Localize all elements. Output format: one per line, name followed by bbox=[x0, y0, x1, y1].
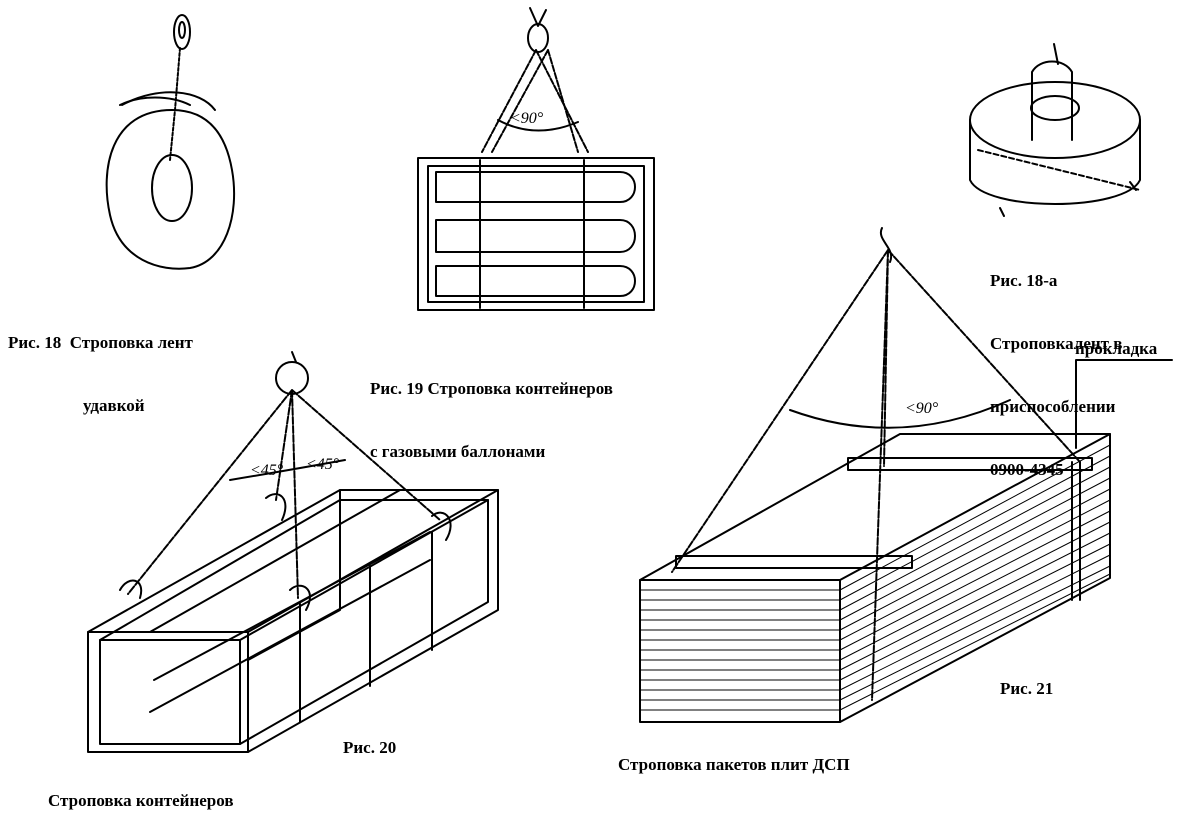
slab-front bbox=[639, 579, 841, 723]
spacer-leader bbox=[1075, 359, 1173, 449]
slab-layers bbox=[639, 444, 1111, 711]
frame-mid bbox=[149, 489, 433, 723]
fig18-drawing bbox=[105, 14, 236, 270]
frame-top bbox=[87, 489, 499, 633]
fig19-hook bbox=[527, 23, 549, 53]
fig21-angle: <90° bbox=[905, 400, 939, 417]
sling-eye bbox=[173, 14, 191, 50]
fig20-angle-right: <45° bbox=[306, 456, 340, 473]
fig18-label: Рис. 18 Строповка лент bbox=[8, 333, 193, 352]
coil-hole bbox=[151, 154, 193, 222]
device-loop bbox=[1031, 60, 1073, 141]
fig19-caption: Рис. 19 Строповка контейнеров с газовыми… bbox=[370, 336, 613, 483]
fig20-label: Рис. 20 bbox=[343, 738, 397, 757]
slab-side bbox=[839, 433, 1111, 723]
fig19-drawing bbox=[417, 7, 655, 311]
fig19-line2: с газовыми баллонами bbox=[370, 442, 546, 461]
fig19-angle-arc bbox=[497, 119, 579, 132]
sling-rope bbox=[169, 47, 181, 161]
frame-back-post bbox=[247, 489, 341, 661]
fig21-hook bbox=[879, 227, 893, 263]
slab-top bbox=[639, 433, 1111, 581]
coil-outer bbox=[105, 109, 236, 270]
fig20-angle-arc bbox=[229, 459, 346, 481]
frame-front bbox=[87, 631, 249, 753]
fig18a-line4: 0900-4345 bbox=[990, 460, 1064, 479]
fig18-label-2: удавкой bbox=[83, 396, 145, 415]
container-frame bbox=[417, 157, 655, 311]
frame-right bbox=[247, 489, 499, 753]
fig21-label: Рис. 21 bbox=[1000, 679, 1054, 698]
fig20-slings bbox=[127, 389, 441, 599]
sling-wrap bbox=[121, 91, 216, 111]
fig18a-drawing bbox=[969, 43, 1141, 217]
fig19-sling bbox=[481, 49, 589, 153]
container-straps bbox=[479, 159, 585, 309]
fig21-drawing bbox=[639, 227, 1173, 723]
fig20-drawing bbox=[87, 351, 499, 753]
spacer-beams bbox=[675, 457, 1093, 569]
fig19-angle: <90° bbox=[510, 110, 544, 127]
fig18a-line2: Строповкалент в bbox=[990, 334, 1123, 353]
fig21-slings bbox=[671, 249, 1081, 701]
fig19-line1: Рис. 19 Строповка контейнеров bbox=[370, 379, 613, 398]
fig20-ring bbox=[275, 361, 309, 395]
fig21-angle-arc bbox=[789, 399, 1011, 429]
fig18a-caption: Рис. 18-а Строповкалент в приспособлении… bbox=[990, 228, 1122, 501]
fig20-hooks bbox=[119, 493, 452, 611]
fig18a-line3: приспособлении bbox=[990, 397, 1116, 416]
cylinders bbox=[435, 171, 636, 297]
fig20-angle-left: <45° bbox=[250, 462, 284, 479]
fig21-caption: Строповка пакетов плит ДСП bbox=[618, 755, 850, 774]
fig20-caption: Строповка контейнеров bbox=[48, 791, 234, 810]
fig18a-line1: Рис. 18-а bbox=[990, 271, 1058, 290]
fig18-caption: Рис. 18 Строповка лент удавкой bbox=[8, 290, 193, 437]
spacer-label: прокладка bbox=[1075, 339, 1158, 358]
